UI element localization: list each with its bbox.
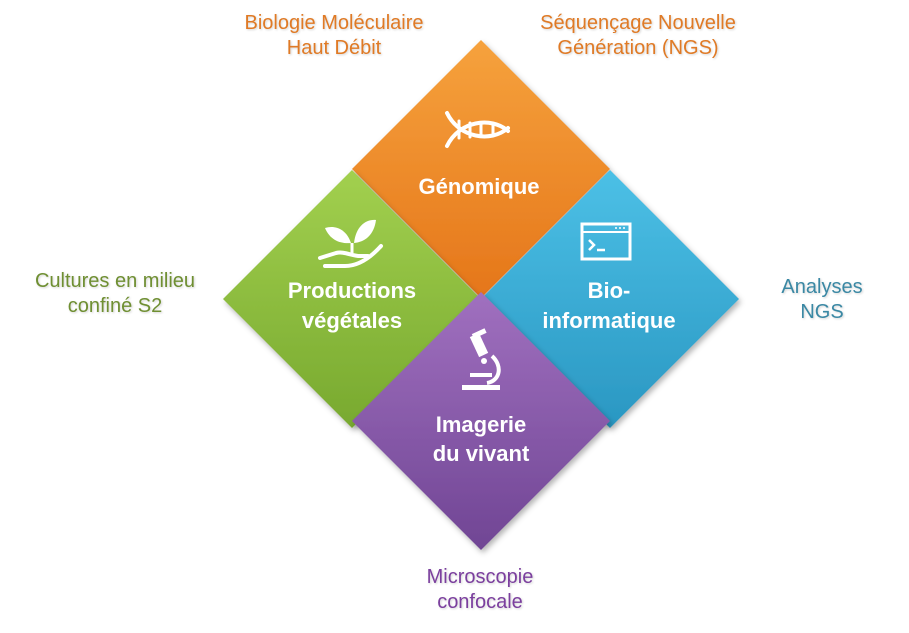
plant-hand-icon <box>318 219 383 268</box>
label-line: Analyses <box>781 276 863 298</box>
label-microscopie-confocale: Microscopie confocale <box>380 565 580 615</box>
tile-bioinfo-label-1: Bio- <box>588 278 631 303</box>
label-line: Biologie Moléculaire <box>244 12 424 34</box>
tile-genomique-label: Génomique <box>418 174 539 199</box>
tile-imagerie: Imagerie du vivant <box>352 292 610 550</box>
microscope-icon <box>462 328 501 390</box>
label-line: Microscopie <box>426 566 534 588</box>
dna-icon <box>445 111 510 148</box>
label-analyses-ngs: Analyses NGS <box>752 275 892 325</box>
tile-imagerie-label-1: Imagerie <box>436 412 527 437</box>
label-line: Séquençage Nouvelle <box>540 12 736 34</box>
label-line: Génération (NGS) <box>557 37 719 59</box>
label-sequencage-ngs: Séquençage Nouvelle Génération (NGS) <box>508 11 768 61</box>
tile-bioinfo-label-2: informatique <box>542 308 675 333</box>
label-line: NGS <box>800 301 844 323</box>
label-line: Haut Débit <box>286 37 382 59</box>
tile-productions-label-2: végétales <box>302 308 402 333</box>
tile-genomique-shape <box>352 40 610 298</box>
label-biologie-moleculaire: Biologie Moléculaire Haut Débit <box>214 11 454 61</box>
label-line: confocale <box>437 591 523 613</box>
label-line: confiné S2 <box>67 295 163 317</box>
tile-imagerie-label-2: du vivant <box>433 441 530 466</box>
tile-imagerie-shape <box>352 292 610 550</box>
label-line: Cultures en milieu <box>34 270 196 292</box>
terminal-window-icon <box>580 222 632 261</box>
label-cultures-s2: Cultures en milieu confiné S2 <box>10 269 220 319</box>
tile-genomique: Génomique <box>352 40 610 298</box>
tile-productions-label-1: Productions <box>288 278 416 303</box>
